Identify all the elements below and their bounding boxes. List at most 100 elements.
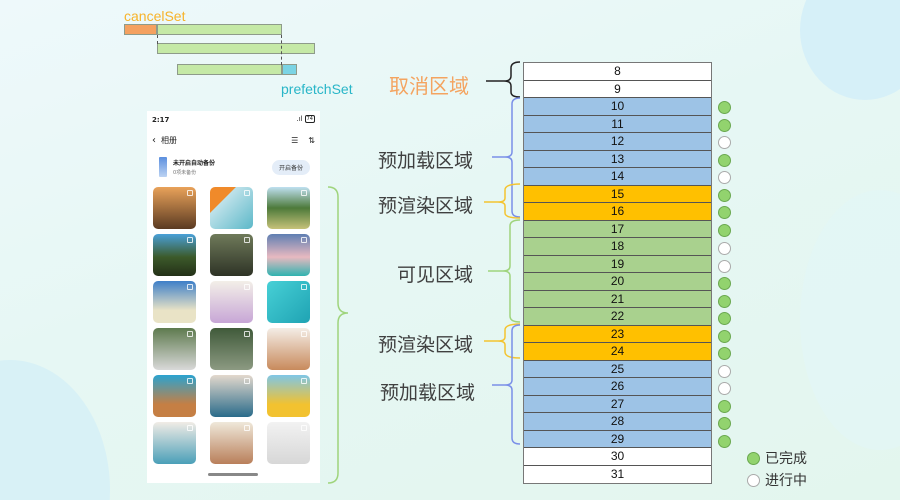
done-dot-icon [718, 312, 731, 325]
album-title: 相册 [161, 135, 177, 145]
cancel-region-label: 取消区域 [389, 74, 469, 98]
photo-thumb[interactable] [153, 328, 196, 370]
legend-item-progress: 进行中 [747, 469, 807, 491]
photo-thumb[interactable] [267, 187, 310, 229]
background-blob [800, 190, 900, 450]
photo-thumb[interactable] [210, 187, 253, 229]
dashed-guide [157, 35, 158, 44]
status-time: 2:17 [152, 116, 170, 124]
done-dot-icon [718, 206, 731, 219]
item-row-12: 12 [524, 133, 711, 151]
photo-thumb[interactable] [267, 375, 310, 417]
item-row-25: 25 [524, 360, 711, 378]
item-row-18: 18 [524, 238, 711, 256]
photo-thumb[interactable] [210, 328, 253, 370]
item-row-16: 16 [524, 203, 711, 221]
item-row-30: 30 [524, 448, 711, 466]
photo-thumb[interactable] [210, 281, 253, 323]
prerender-region-label-top: 预渲染区域 [378, 195, 474, 217]
photo-thumb[interactable] [267, 281, 310, 323]
photo-thumb[interactable] [267, 328, 310, 370]
photo-thumb[interactable] [267, 422, 310, 464]
item-row-13: 13 [524, 150, 711, 168]
signal-icon: .ıl [296, 115, 303, 123]
item-row-15: 15 [524, 185, 711, 203]
battery-icon: 74 [304, 115, 315, 123]
cancel-bar [124, 24, 157, 35]
sort-icon[interactable]: ⇅ [308, 135, 315, 145]
enable-backup-button[interactable]: 开启备份 [271, 159, 310, 175]
status-bar-icons: .ıl 74 [296, 115, 315, 123]
done-dot-icon [718, 223, 731, 237]
item-row-9: 9 [524, 80, 711, 98]
photo-thumb[interactable] [153, 234, 196, 276]
item-row-26: 26 [524, 378, 711, 396]
done-dot-icon [718, 153, 731, 167]
in-progress-dot-icon [718, 171, 731, 184]
in-progress-dot-icon [718, 259, 731, 273]
in-progress-dot-icon [718, 242, 731, 255]
phone-device-icon [159, 157, 167, 177]
done-dot-icon [747, 451, 760, 465]
item-row-27: 27 [524, 395, 711, 413]
done-dot-icon [718, 434, 731, 448]
visible-region-label: 可见区域 [397, 264, 474, 286]
album-header: ‹ 相册 ☰ ⇅ [152, 133, 315, 147]
item-row-20: 20 [524, 273, 711, 291]
legend-done-label: 已完成 [765, 451, 807, 467]
photo-thumb[interactable] [210, 234, 253, 276]
done-dot-icon [718, 118, 731, 132]
photo-thumb[interactable] [210, 422, 253, 464]
item-row-24: 24 [524, 343, 711, 361]
in-progress-dot-icon [718, 136, 731, 149]
dashed-guide [281, 35, 282, 65]
photo-thumb[interactable] [153, 187, 196, 229]
item-row-19: 19 [524, 255, 711, 273]
in-progress-dot-icon [718, 364, 731, 378]
done-dot-icon [718, 188, 731, 202]
prerender-region-label-bottom: 预渲染区域 [378, 334, 474, 356]
visible-bar-3 [177, 64, 282, 75]
item-row-10: 10 [524, 98, 711, 116]
item-row-17: 17 [524, 220, 711, 238]
in-progress-dot-icon [718, 382, 731, 395]
done-dot-icon [718, 101, 731, 114]
item-row-11: 11 [524, 115, 711, 133]
prefetch-set-label: prefetchSet [281, 81, 353, 97]
visible-bar-1 [157, 24, 282, 35]
preload-region-label-top: 预加载区域 [378, 150, 474, 172]
backup-subtitle: 0项未备份 [173, 170, 197, 176]
item-row-14: 14 [524, 168, 711, 186]
visible-bar-2 [157, 43, 315, 54]
photo-thumb[interactable] [153, 422, 196, 464]
photo-thumb[interactable] [210, 375, 253, 417]
backup-banner: 未开启自动备份 0项未备份 开启备份 [159, 156, 310, 178]
photo-grid [153, 187, 313, 464]
done-dot-icon [718, 294, 731, 308]
item-row-21: 21 [524, 290, 711, 308]
in-progress-dot-icon [747, 473, 760, 487]
preload-region-label-bottom: 预加载区域 [380, 382, 476, 404]
item-row-23: 23 [524, 325, 711, 343]
prefetch-bar [282, 64, 297, 75]
photo-thumb[interactable] [153, 375, 196, 417]
item-row-29: 29 [524, 430, 711, 448]
item-row-8: 8 [524, 63, 711, 81]
done-dot-icon [718, 277, 731, 290]
photo-thumb[interactable] [267, 234, 310, 276]
phone-screenshot: 2:17 .ıl 74 ‹ 相册 ☰ ⇅ 未开启自动备份 0项未备份 开启备份 [147, 111, 320, 483]
done-dot-icon [718, 329, 731, 343]
legend: 已完成 进行中 [747, 447, 807, 491]
background-blob [0, 360, 110, 500]
item-row-28: 28 [524, 413, 711, 431]
background-blob [800, 0, 900, 100]
photo-thumb[interactable] [153, 281, 196, 323]
back-icon[interactable]: ‹ [152, 134, 156, 146]
done-dot-icon [718, 399, 731, 413]
home-indicator [208, 473, 258, 476]
backup-title: 未开启自动备份 [173, 160, 216, 167]
list-icon[interactable]: ☰ [291, 135, 299, 145]
item-row-22: 22 [524, 308, 711, 326]
legend-progress-label: 进行中 [765, 473, 807, 489]
